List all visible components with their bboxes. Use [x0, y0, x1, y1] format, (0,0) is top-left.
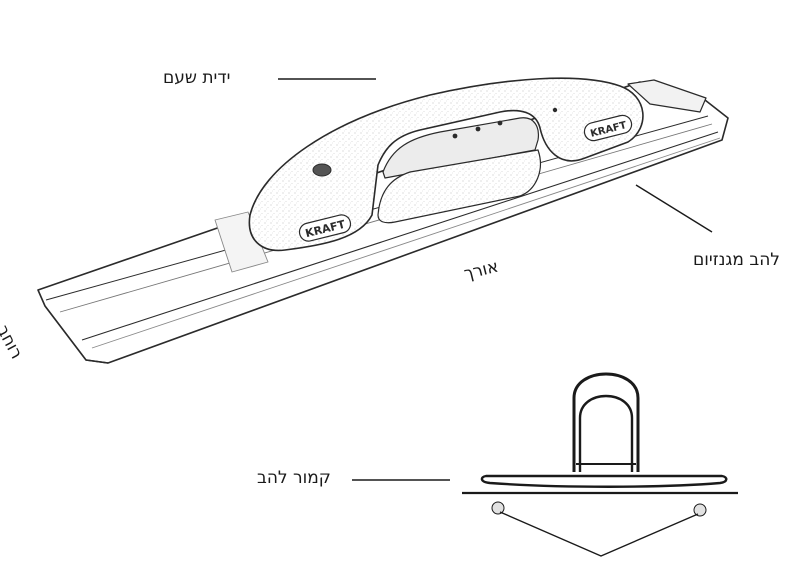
handle-opening — [382, 117, 540, 179]
section-pivot-dot — [693, 503, 707, 517]
blade-rib — [91, 137, 721, 349]
blade-rib — [81, 131, 719, 341]
handle-body — [248, 77, 644, 252]
handle-brand-badge: KRAFT — [583, 114, 633, 142]
blade-channel — [214, 211, 269, 273]
blade-end-plate — [627, 79, 707, 113]
handle-dots — [452, 107, 558, 139]
float-illustration: KRAFT KRAFT — [37, 77, 729, 364]
blade-curve-label: קמור להב — [257, 468, 331, 488]
section-blade — [480, 474, 728, 488]
handle-brand-badge: KRAFT — [298, 214, 352, 242]
blade-front-edge — [44, 305, 109, 364]
blade-leader-line — [635, 184, 713, 233]
section-handle-inner — [578, 394, 634, 472]
handle-front-bar — [377, 149, 541, 224]
handle-label: ידית שעם — [163, 68, 231, 88]
blade-label: להב מגנזיום — [693, 250, 780, 270]
section-pivot-dot — [491, 501, 505, 515]
section-handle-outer — [572, 372, 640, 472]
handle-hole — [312, 163, 332, 177]
section-v-lines — [499, 511, 699, 557]
cross-section-diagram — [462, 372, 738, 557]
